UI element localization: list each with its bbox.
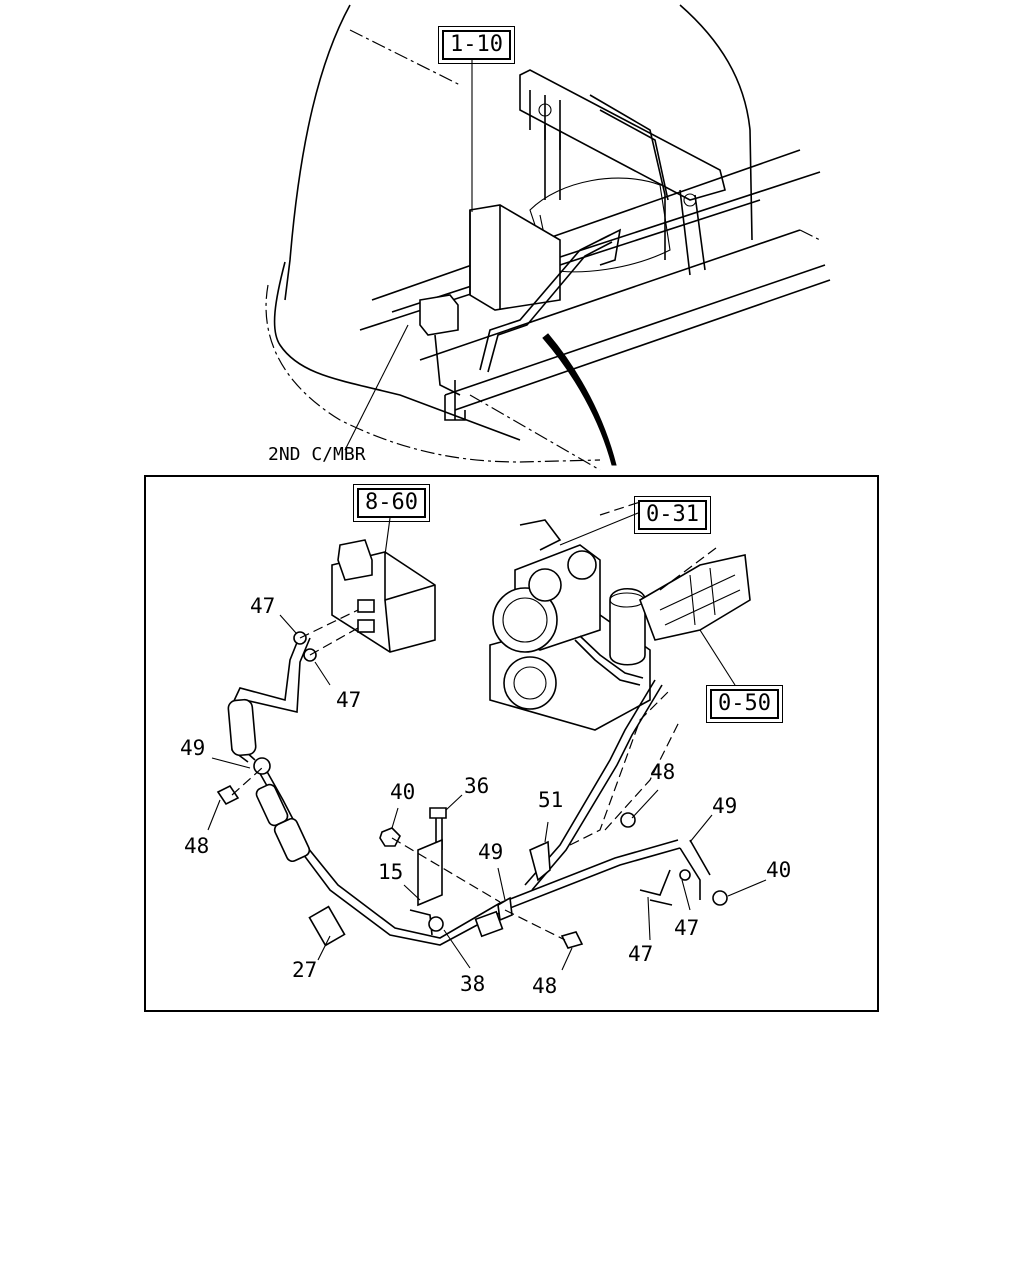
ref-box-1-10: 1-10 bbox=[438, 26, 515, 64]
part-label-47-c: 47 bbox=[674, 916, 700, 940]
part-label-48-left: 48 bbox=[184, 834, 210, 858]
clamp-49-mid bbox=[497, 896, 513, 922]
part-label-36: 36 bbox=[464, 774, 490, 798]
upper-view-drawing bbox=[265, 4, 831, 471]
bolt-36 bbox=[429, 807, 447, 819]
clip-51 bbox=[529, 840, 551, 882]
fasteners bbox=[216, 609, 584, 949]
part-label-27: 27 bbox=[292, 958, 318, 982]
frame-rail-left bbox=[371, 149, 801, 301]
part-label-38: 38 bbox=[460, 972, 486, 996]
clamp-49-left bbox=[253, 757, 271, 775]
cab-outline bbox=[284, 4, 351, 301]
ref-box-0-50: 0-50 bbox=[706, 685, 783, 723]
engine-assembly bbox=[489, 501, 751, 731]
bolt-48-bottom bbox=[560, 931, 584, 949]
cooler-box bbox=[469, 204, 561, 311]
part-label-48-bottom: 48 bbox=[532, 974, 558, 998]
part-label-40-left: 40 bbox=[390, 780, 416, 804]
bracket-15 bbox=[417, 838, 443, 907]
leader-0-50 bbox=[699, 629, 736, 686]
upper-pipe bbox=[479, 234, 611, 371]
detail-frame bbox=[144, 475, 879, 1012]
mount-bracket bbox=[519, 69, 726, 201]
part-label-48-right-top: 48 bbox=[650, 760, 676, 784]
bolt-48-left bbox=[216, 784, 240, 806]
ref-box-0-31: 0-31 bbox=[634, 496, 711, 534]
part-leaders bbox=[207, 614, 767, 971]
part-label-47-b: 47 bbox=[336, 688, 362, 712]
nut-38 bbox=[428, 916, 444, 932]
small-junction-box bbox=[419, 294, 459, 336]
ref-box-8-60: 8-60 bbox=[353, 484, 430, 522]
cab-bumper-line bbox=[265, 284, 601, 463]
leader-crossmember bbox=[344, 324, 409, 451]
nut-40-left bbox=[379, 827, 401, 847]
return-hose bbox=[227, 634, 681, 947]
part-label-47-d: 47 bbox=[628, 942, 654, 966]
part-label-49-left: 49 bbox=[180, 736, 206, 760]
crossmember-label: 2ND C/MBR bbox=[268, 444, 366, 465]
part-label-51: 51 bbox=[538, 788, 564, 812]
detail-view-drawing bbox=[207, 501, 767, 971]
leader-8-60 bbox=[384, 517, 391, 556]
transmission-body bbox=[529, 177, 671, 273]
part-label-49-right: 49 bbox=[712, 794, 738, 818]
part-label-15: 15 bbox=[378, 860, 404, 884]
part-label-49-mid: 49 bbox=[478, 840, 504, 864]
leader-0-31 bbox=[559, 512, 639, 546]
detail-arrow bbox=[542, 333, 617, 466]
oil-filter bbox=[609, 588, 646, 666]
part-label-47-a: 47 bbox=[250, 594, 276, 618]
part-label-40-right: 40 bbox=[766, 858, 792, 882]
